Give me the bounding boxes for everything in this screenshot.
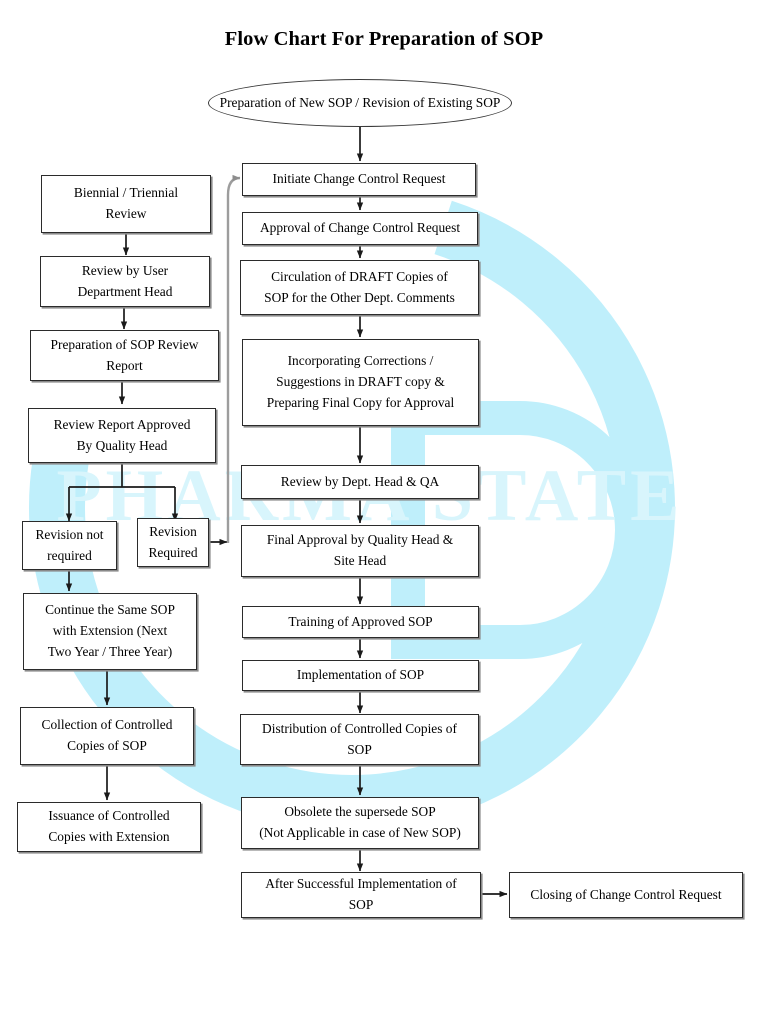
incorporating-line-2: Suggestions in DRAFT copy & — [276, 374, 445, 390]
report-approved-line-2: By Quality Head — [76, 437, 168, 453]
distribution-line-2: SOP — [347, 741, 372, 757]
report-approved-line-1: Review Report Approved — [53, 416, 191, 432]
biennial-line-1: Biennial / Triennial — [73, 185, 179, 201]
sop-review-report-line-1: Preparation of SOP Review — [50, 336, 199, 352]
training-line-1: Training of Approved SOP — [288, 613, 433, 629]
node-biennial-triennial-review: Biennial / Triennial Review — [41, 175, 211, 233]
node-final-approval-quality-site-head: Final Approval by Quality Head & Site He… — [241, 525, 479, 577]
issuance-line-1: Issuance of Controlled — [48, 808, 170, 824]
user-dept-line-1: Review by User — [81, 262, 169, 278]
collection-line-2: Copies of SOP — [67, 738, 147, 753]
node-circulation-of-draft-copies: Circulation of DRAFT Copies of SOP for t… — [240, 260, 479, 315]
node-preparation-of-sop-review-report: Preparation of SOP Review Report — [30, 330, 219, 381]
incorporating-line-3: Preparing Final Copy for Approval — [266, 394, 455, 410]
revision-not-required-line-2: required — [47, 547, 92, 563]
final-approval-line-1: Final Approval by Quality Head & — [266, 532, 454, 548]
distribution-line-1: Distribution of Controlled Copies of — [262, 720, 457, 736]
node-issuance-of-controlled-copies: Issuance of Controlled Copies with Exten… — [17, 802, 201, 852]
final-approval-line-2: Site Head — [333, 553, 387, 568]
incorporating-line-1: Incorporating Corrections / — [287, 353, 434, 369]
circulation-line-1: Circulation of DRAFT Copies of — [271, 268, 448, 284]
node-implementation-of-sop: Implementation of SOP — [242, 660, 479, 691]
circulation-line-2: SOP for the Other Dept. Comments — [264, 289, 455, 305]
node-initiate-change-control-request: Initiate Change Control Request — [242, 163, 476, 196]
page-title: Flow Chart For Preparation of SOP — [224, 28, 544, 50]
revision-required-line-2: Required — [148, 544, 198, 560]
continue-line-1: Continue the Same SOP — [45, 602, 175, 618]
implementation-line-1: Implementation of SOP — [296, 667, 425, 683]
node-closing-of-change-control-request: Closing of Change Control Request — [509, 872, 743, 918]
review-qa-line-1: Review by Dept. Head & QA — [280, 473, 440, 489]
start-line-1: Preparation of New SOP / — [219, 94, 359, 110]
node-review-report-approved-by-quality-head: Review Report Approved By Quality Head — [28, 408, 216, 463]
node-distribution-of-controlled-copies: Distribution of Controlled Copies of SOP — [240, 714, 479, 765]
node-obsolete-the-supersede-sop: Obsolete the supersede SOP (Not Applicab… — [241, 797, 479, 849]
node-collection-of-controlled-copies: Collection of Controlled Copies of SOP — [20, 707, 194, 765]
node-approval-of-change-control-request: Approval of Change Control Request — [242, 212, 478, 245]
approval-line-1: Approval of Change Control Request — [259, 220, 461, 236]
node-revision-required: Revision Required — [137, 518, 209, 567]
start-line-2: Revision of Existing SOP — [362, 94, 501, 110]
revision-required-line-1: Revision — [149, 523, 197, 539]
collection-line-1: Collection of Controlled — [41, 717, 173, 733]
closing-line-1: Closing of Change Control Request — [530, 886, 722, 902]
issuance-line-2: Copies with Extension — [48, 829, 170, 844]
obsolete-line-2: (Not Applicable in case of New SOP) — [259, 825, 461, 840]
after-successful-line-2: SOP — [348, 897, 374, 912]
initiate-line-1: Initiate Change Control Request — [272, 171, 446, 187]
node-start-preparation-of-new-sop: Preparation of New SOP / Revision of Exi… — [208, 79, 512, 127]
biennial-line-2: Review — [105, 206, 147, 221]
continue-line-2: with Extension (Next — [52, 623, 168, 639]
after-successful-line-1: After Successful Implementation of — [265, 876, 457, 892]
continue-line-3: Two Year / Three Year) — [47, 643, 173, 659]
node-revision-not-required: Revision not required — [22, 521, 117, 570]
node-after-successful-implementation: After Successful Implementation of SOP — [241, 872, 481, 918]
node-review-by-dept-head-qa: Review by Dept. Head & QA — [241, 465, 479, 499]
sop-review-report-line-2: Report — [106, 357, 143, 373]
node-incorporating-corrections: Incorporating Corrections / Suggestions … — [242, 339, 479, 426]
node-review-by-user-department-head: Review by User Department Head — [40, 256, 210, 307]
node-training-of-approved-sop: Training of Approved SOP — [242, 606, 479, 638]
node-continue-same-sop-with-extension: Continue the Same SOP with Extension (Ne… — [23, 593, 197, 670]
obsolete-line-1: Obsolete the supersede SOP — [284, 804, 436, 820]
user-dept-line-2: Department Head — [77, 283, 173, 299]
revision-not-required-line-1: Revision not — [35, 526, 104, 542]
